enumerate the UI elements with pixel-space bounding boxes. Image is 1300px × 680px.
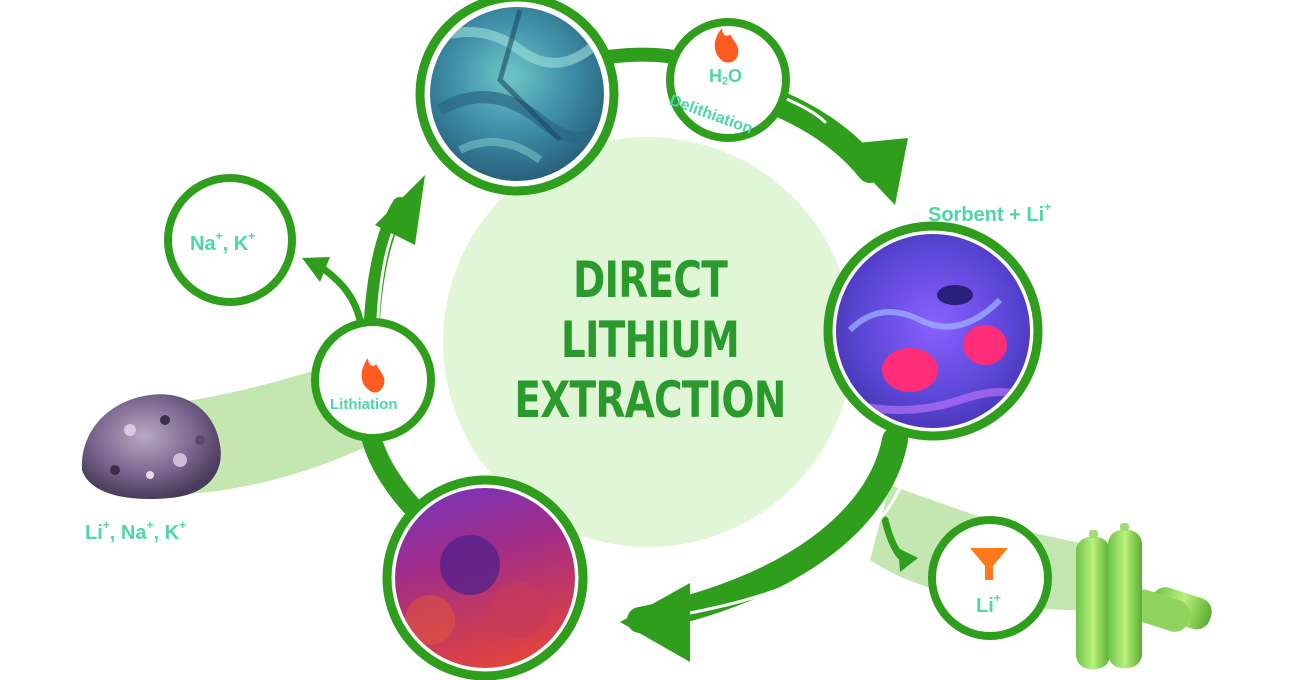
flame-icon	[714, 28, 739, 63]
product-li-label: Li+	[976, 591, 1001, 617]
arrowhead-to-na-k	[302, 257, 330, 282]
flame-icon	[361, 358, 385, 393]
sorbent-photo-top	[415, 0, 619, 196]
na-k-label: Na+, K+	[190, 229, 256, 255]
lithiation-label: Lithiation	[330, 396, 398, 413]
sorbent-photo-bottom	[382, 475, 588, 680]
delithiation-badge	[666, 18, 790, 142]
arrowhead-to-top	[375, 175, 425, 245]
filter-icon	[970, 548, 1008, 580]
sorbent-photo-right	[823, 221, 1043, 441]
ore-rock	[81, 394, 221, 500]
arrowhead-to-sorbent	[838, 138, 908, 205]
title-line-2: LITHIUM	[560, 311, 740, 369]
water-label: H2O	[709, 66, 743, 88]
title-line-1: DIRECT	[572, 251, 728, 309]
title-line-3: EXTRACTION	[514, 371, 786, 429]
arrowhead-to-bottom	[620, 583, 690, 662]
batteries-image	[1076, 523, 1212, 669]
na-k-badge	[164, 174, 296, 306]
ore-ions-label: Li+, Na+, K+	[85, 518, 187, 544]
sorbent-li-label: Sorbent + Li+	[928, 200, 1052, 226]
arrowhead-to-product	[898, 548, 918, 572]
center-circle	[443, 137, 853, 547]
